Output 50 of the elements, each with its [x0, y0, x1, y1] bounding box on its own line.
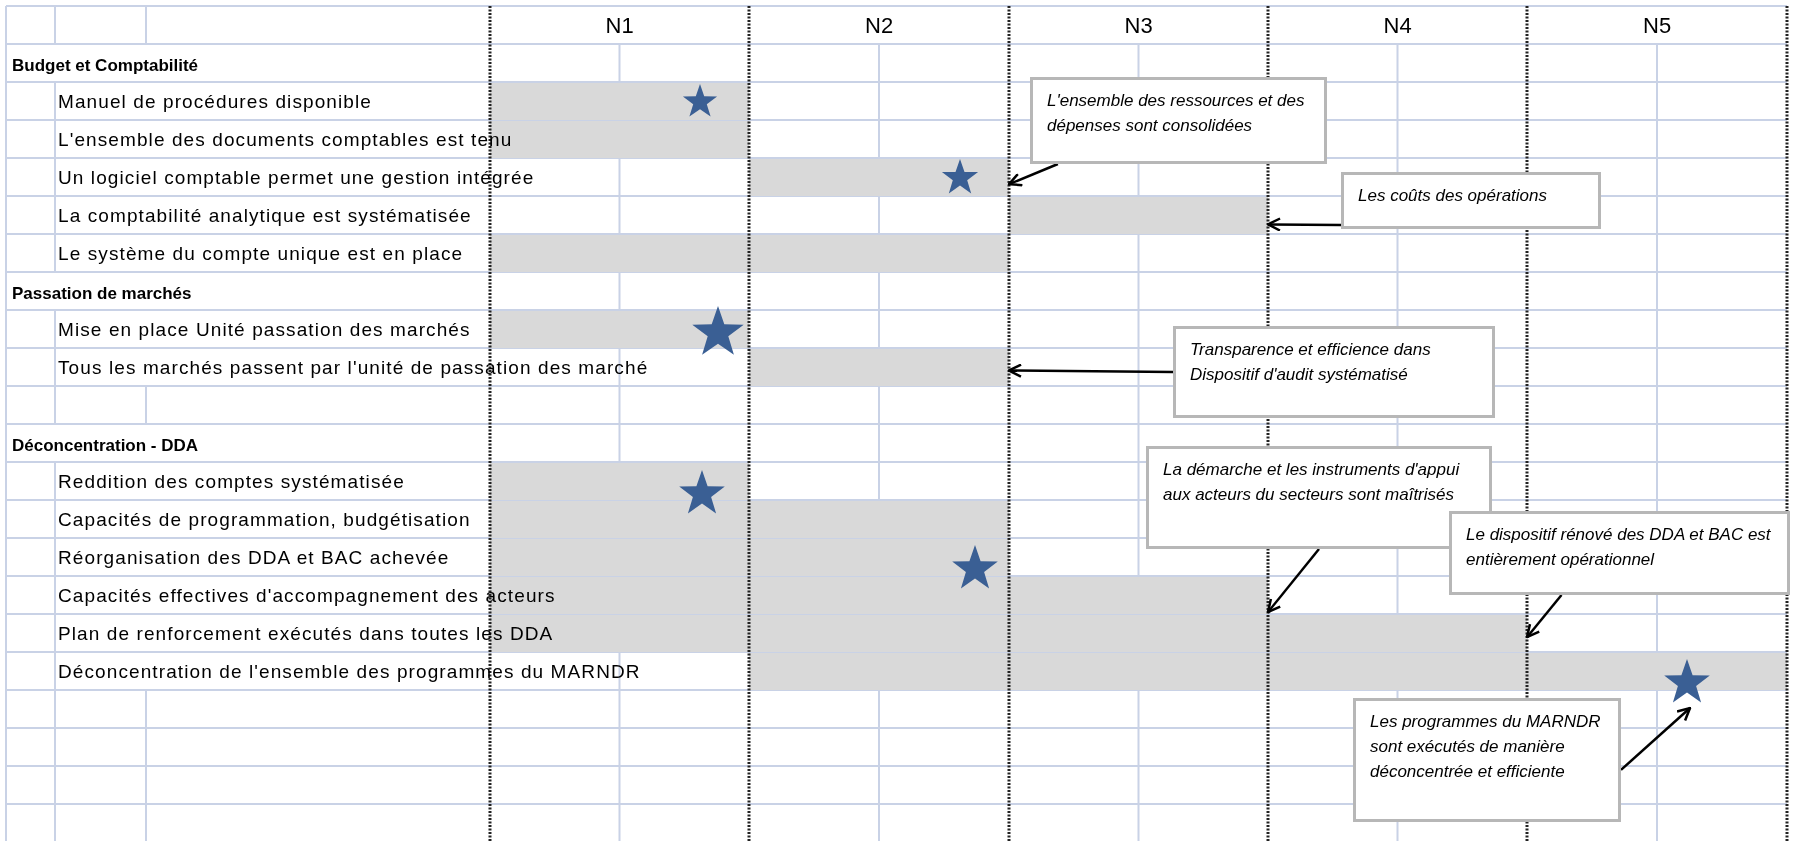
progress-bar: [749, 349, 1009, 386]
progress-bar: [1009, 197, 1268, 234]
callout-text: La démarche et les instruments d'appui aux acteurs du secteurs sont maîtrisés: [1163, 459, 1461, 506]
progress-bar: [490, 83, 749, 120]
column-header: N5: [1643, 13, 1672, 39]
callout-text: Transparence et efficience dans: [1190, 339, 1432, 361]
callout-box: [1449, 511, 1790, 595]
section-heading: Budget et Comptabilité: [12, 56, 199, 76]
row-label: Le système du compte unique est en place: [58, 243, 464, 265]
row-label: Reddition des comptes systématisée: [58, 471, 405, 493]
leader-arrow: [1620, 706, 1692, 771]
section-heading: Déconcentration - DDA: [12, 436, 199, 456]
progress-bar: [490, 539, 1009, 576]
row-label: Capacités de programmation, budgétisation: [58, 509, 471, 531]
callout-box: [1341, 172, 1601, 229]
callout-text: L'ensemble des ressources et des dépenses sont consolidées: [1047, 90, 1306, 137]
callout-text: Le dispositif rénové des DDA et BAC est entièrement opérationnel: [1466, 524, 1772, 571]
row-label: Un logiciel comptable permet une gestion intégrée: [58, 167, 535, 189]
progress-bar: [749, 159, 1009, 196]
leader-arrow: [1007, 162, 1059, 187]
progress-bar: [490, 235, 1009, 272]
row-label: La comptabilité analytique est systématisée: [58, 205, 472, 227]
progress-bar: [490, 311, 749, 348]
column-header: N2: [865, 13, 894, 39]
callout-box: [1030, 77, 1327, 164]
leader-arrow: [1266, 548, 1320, 614]
column-header: N1: [605, 13, 634, 39]
leader-arrow: [1525, 594, 1563, 639]
progress-bar: [490, 501, 1009, 538]
row-label: Réorganisation des DDA et BAC achevée: [58, 547, 450, 569]
row-label: Tous les marchés passent par l'unité de passation des marché: [58, 357, 649, 379]
callout-box: [1173, 326, 1495, 418]
row-label: Déconcentration de l'ensemble des programmes du MARNDR: [58, 661, 641, 683]
row-label: Plan de renforcement exécutés dans toutes les DDA: [58, 623, 554, 645]
leader-arrow: [1266, 217, 1341, 232]
callout-text: Les programmes du MARNDR sont exécutés de manière déconcentrée et efficiente: [1370, 711, 1602, 783]
row-label: Mise en place Unité passation des marchés: [58, 319, 471, 341]
callout-text: Dispositif d'audit systématisé: [1190, 364, 1409, 386]
callout-box: [1353, 698, 1621, 822]
row-label: Capacités effectives d'accompagnement des acteurs: [58, 585, 556, 607]
column-header: N3: [1124, 13, 1153, 39]
callout-text: Les coûts des opérations: [1358, 185, 1548, 207]
callout-box: [1146, 446, 1492, 549]
section-heading: Passation de marchés: [12, 284, 192, 304]
progress-bar: [749, 653, 1787, 690]
row-label: Manuel de procédures disponible: [58, 91, 372, 113]
leader-arrow: [1007, 363, 1173, 378]
column-header: N4: [1383, 13, 1412, 39]
row-label: L'ensemble des documents comptables est tenu: [58, 129, 513, 151]
progress-bar: [490, 463, 749, 500]
